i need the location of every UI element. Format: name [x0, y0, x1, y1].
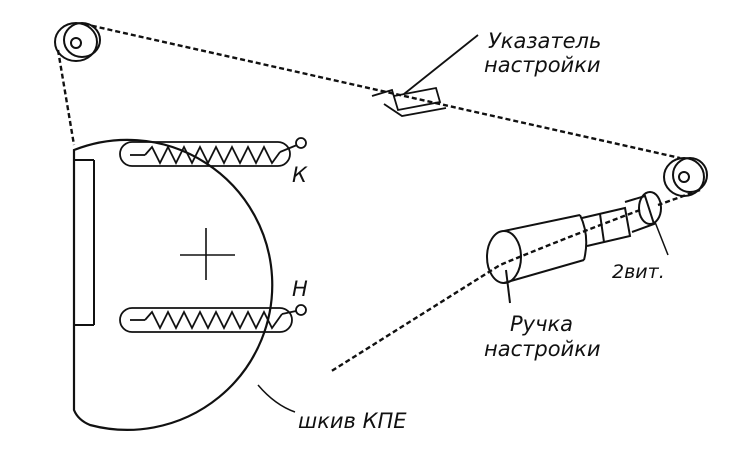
left-bracket: [73, 150, 95, 335]
idler-pulley-left: [54, 22, 101, 62]
spring-label-k: К: [292, 163, 308, 187]
pulley-label: шкив КПЕ: [298, 409, 407, 433]
center-cross: [180, 228, 235, 280]
pointer-label-2: настройки: [484, 53, 601, 77]
knob-label-1: Ручка: [510, 312, 573, 336]
leader-lines: [257, 221, 669, 413]
tuning-pointer: [371, 34, 479, 117]
capacitor-pulley: [72, 138, 274, 431]
turns-label: 2вит.: [612, 261, 665, 283]
tuning-knob: [486, 191, 662, 304]
drive-cord: [56, 22, 701, 374]
pointer-label-1: Указатель: [488, 29, 601, 53]
bottom-spring: [119, 304, 307, 333]
spring-label-n: Н: [292, 277, 308, 301]
top-spring: [119, 137, 307, 167]
idler-pulley-right: [663, 157, 708, 197]
knob-label-2: настройки: [484, 337, 601, 361]
